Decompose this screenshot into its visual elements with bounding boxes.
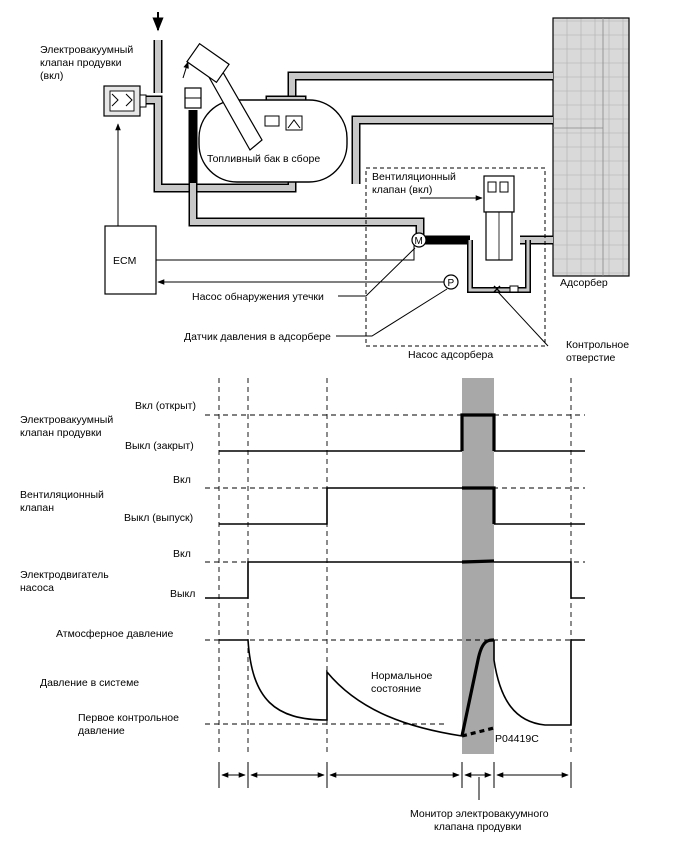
state-motor-off: Выкл [170,588,195,600]
fuel-tank-label: Топливный бак в сборе [207,153,320,165]
svg-text:M: M [415,236,423,247]
filler-neck [182,42,263,151]
system-schematic: Топливный бак в сборе Электровакуумный к… [40,12,632,364]
reference-lines [205,414,585,725]
leak-pump-motor-icon: M [411,232,427,248]
interval-arrows [218,762,572,800]
row-label-vent-valve: Вентиляционный клапан [20,489,107,514]
pressure-sensor-icon: P [443,274,459,290]
pipes [145,40,553,245]
svg-text:P: P [448,278,455,289]
canister-label: Адсорбер [560,277,608,289]
ecm-label: ECM [113,255,136,267]
phase-lines [218,378,572,754]
state-purge-on: Вкл (открыт) [135,400,196,412]
monitor-label: Монитор электровакуумного клапана продув… [410,808,552,833]
monitor-band [462,378,494,754]
vent-valve [483,175,515,261]
state-vent-on: Вкл [173,474,191,486]
vent-valve-trace [219,487,462,525]
normal-state-label: Нормальное состояние [371,670,435,695]
cap-arrow-icon [182,61,189,79]
pressure-sensor-label: Датчик давления в адсорбере [184,331,331,343]
row-label-system-pressure: Давление в системе [40,677,139,689]
pump-motor-trace [205,561,462,599]
canister-pump-label: Насос адсорбера [408,349,493,361]
reference-orifice-label: Контрольное отверстие [566,339,632,364]
leak-pump-label: Насос обнаружения утечки [192,291,324,303]
state-atmospheric: Атмосферное давление [56,628,174,640]
state-motor-on: Вкл [173,548,191,560]
figure-code: P04419C [495,733,539,745]
system-pressure-trace [219,639,463,737]
motor-signal-line [156,240,415,261]
vent-valve-label: Вентиляционный клапан (вкл) [372,171,459,196]
state-first-reference: Первое контрольное давление [78,712,182,737]
purge-vsv-label: Электровакуумный клапан продувки (вкл) [40,44,136,82]
row-label-pump-motor: Электродвигатель насоса [20,569,112,594]
purge-vsv [103,85,147,117]
canister-pump-module [365,167,546,347]
canister [552,17,630,277]
state-purge-off: Выкл (закрыт) [125,440,194,452]
row-label-purge-vsv: Электровакуумный клапан продувки [20,414,116,439]
timing-chart: Электровакуумный клапан продувки Вентиля… [20,378,585,833]
ecm-box: ECM [104,225,157,295]
fuel-tank: Топливный бак в сборе [198,99,348,183]
state-vent-off: Выкл (выпуск) [124,512,193,524]
